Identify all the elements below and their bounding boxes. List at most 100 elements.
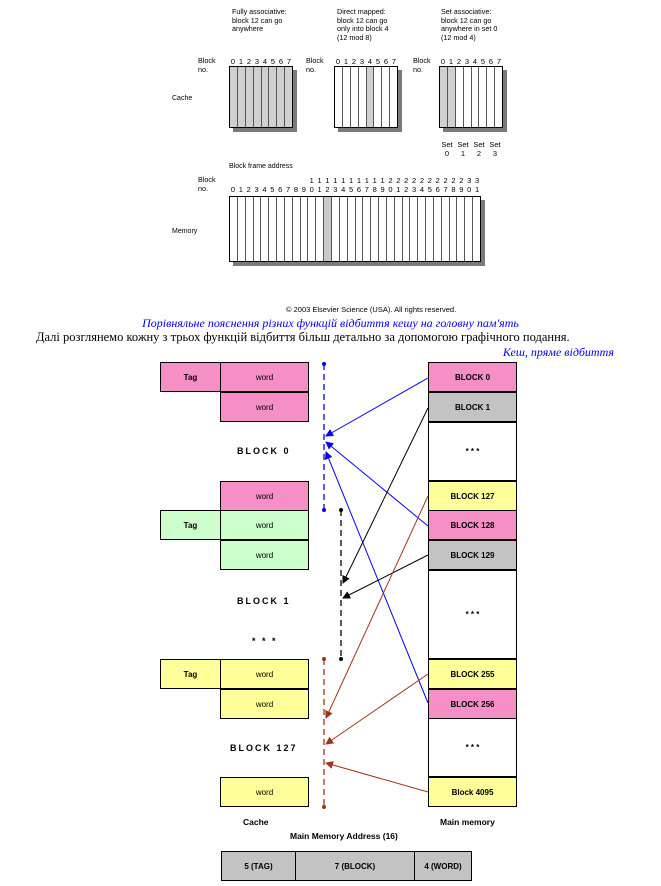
memory-block [465,197,474,261]
arrow-block-0 [325,377,429,437]
cache-block-4-highlighted [366,67,375,127]
block-no-label-1: Block no. [198,56,216,74]
memory-block [246,197,254,261]
cache-block [343,67,351,127]
cache-direct-mapped [334,66,398,128]
word-label: word [255,787,274,797]
cache-block [285,67,292,127]
word-cell: word [220,659,309,689]
memory-digit: 2 [411,176,417,185]
dot [339,657,343,661]
set-word: Set [489,140,501,149]
memory-digit: 0 [467,185,472,194]
memory-digit: 1 [325,176,330,185]
block-frame-address-label: Block frame address [229,163,293,170]
digit: 5 [480,57,486,66]
memory-digit: 2 [396,176,401,185]
cache-caption: Cache [243,817,269,827]
memory-block [348,197,356,261]
memory-digit: 1 [317,185,322,194]
digit: 3 [254,57,260,66]
memory-digit: 3 [467,176,472,185]
memory-digit: 2 [388,176,393,185]
cache-block [230,67,238,127]
memory-digit: 8 [451,185,456,194]
address-field-label: 5 (TAG) [244,861,273,871]
cache-block-1-label: BLOCK 1 [237,596,291,606]
dot [322,657,326,661]
arrow-block-1 [342,407,429,584]
dot [322,805,326,809]
memory-digit: 2 [404,185,409,194]
cache-block [456,67,464,127]
memory-block [363,197,372,261]
memory-block [285,197,293,261]
cache-dots: * * * [252,636,278,646]
digit: 7 [286,57,292,66]
paragraph: Далі розглянемо кожну з трьох функцій ві… [36,330,570,344]
cache-fully-associative [229,66,293,128]
arrow-block-4095 [325,761,429,793]
memory-digit: 4 [341,185,346,194]
set-word: Set [441,140,453,149]
cache-block-127-label: BLOCK 127 [230,743,298,753]
word-label: word [255,402,274,412]
memory-digit: 9 [459,185,464,194]
copyright: © 2003 Elsevier Science (USA). All right… [286,305,457,314]
mem-dots-label: * * * [465,610,480,619]
memory-digit: 0 [230,185,236,194]
digit: 6 [278,57,284,66]
memory-digit: 6 [435,185,440,194]
cache-block-set0 [447,67,456,127]
set-word: Set [457,140,469,149]
dot [322,362,326,366]
mem-block-1: BLOCK 1 [428,392,517,422]
memory-digit: 6 [356,185,362,194]
memory-block [403,197,411,261]
memory-block [277,197,285,261]
digit: 1 [238,57,244,66]
mem-block-label: BLOCK 129 [450,550,495,560]
memory-block [356,197,364,261]
cache-label: Cache [172,95,193,102]
mem-block-label: BLOCK 1 [454,402,491,412]
mem-dots-label: * * * [465,743,480,752]
mem-dots-1: * * * [428,422,517,481]
memory-digit: 1 [380,176,385,185]
cache-block [245,67,254,127]
memory-block [450,197,458,261]
arrow-block-127 [325,495,429,719]
memory-block [371,197,380,261]
memory-digit: 1 [474,185,480,194]
memory-digit: 7 [443,185,448,194]
tag-label: Tag [183,372,198,382]
digit: 2 [456,57,462,66]
digit: 6 [383,57,389,66]
caption-blue: Порівняльне пояснення різних функцій від… [142,316,519,330]
memory-digit: 3 [411,185,417,194]
memory-digit: 4 [262,185,267,194]
word-cell: word [220,689,309,719]
mem-block-label: BLOCK 255 [450,669,495,679]
desc-fully-associative: Fully associative: block 12 can go anywh… [232,7,287,33]
address-tag-field: 5 (TAG) [221,851,296,881]
cache-block-0-label: BLOCK 0 [237,446,291,456]
mem-block-129: BLOCK 129 [428,540,517,570]
memory-digit: 1 [396,185,401,194]
tag-field-block-1: Tag [160,510,221,540]
set-num: 2 [476,149,482,158]
memory-digit: 5 [427,185,432,194]
memory-block [293,197,301,261]
memory-digit: 4 [419,185,425,194]
digit: 0 [230,57,236,66]
desc-direct-mapped: Direct mapped: block 12 can go only into… [337,7,389,42]
cache-block [351,67,359,127]
cache-block [277,67,286,127]
memory-digit: 2 [451,176,456,185]
digit: 1 [448,57,454,66]
dot [322,508,326,512]
